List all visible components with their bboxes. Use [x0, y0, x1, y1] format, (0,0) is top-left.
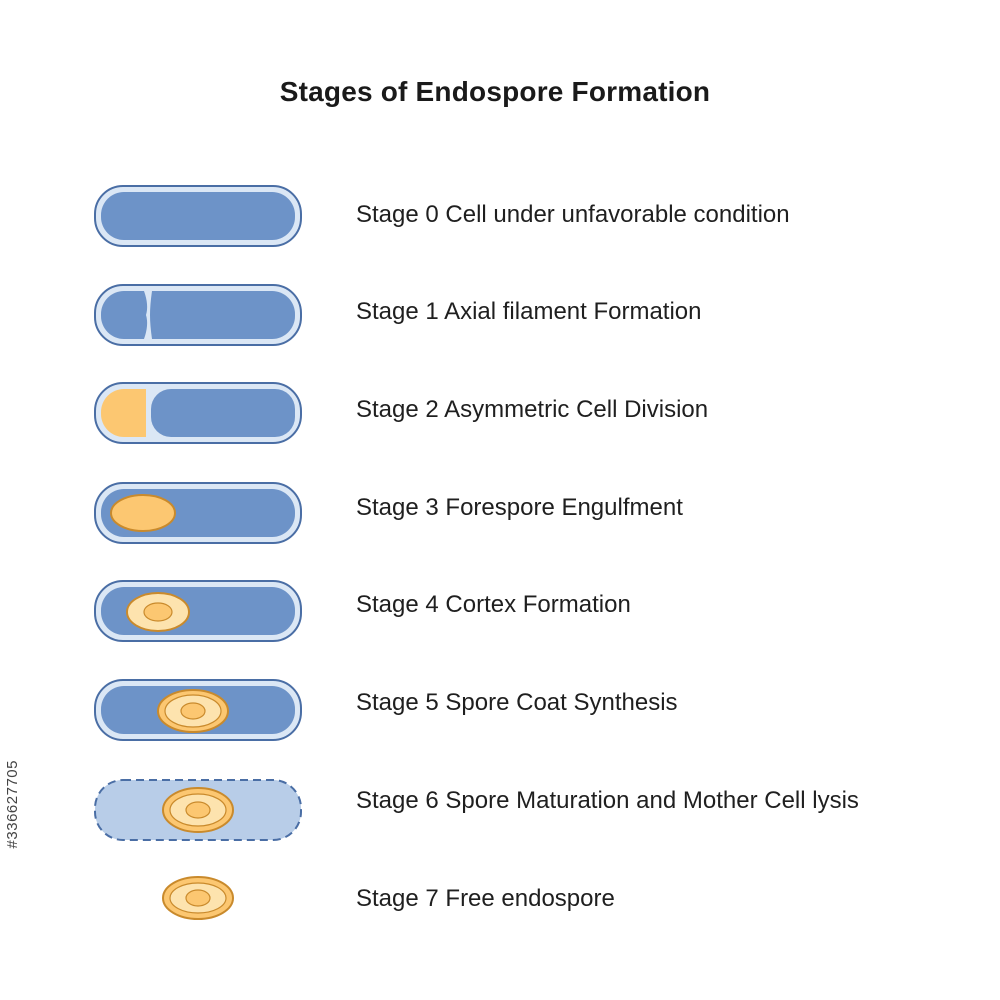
- stage-6-label: Stage 6 Spore Maturation and Mother Cell…: [356, 787, 859, 814]
- stage-4-cell: [94, 580, 302, 642]
- stage-0-cell: [94, 185, 302, 247]
- stage-2-label: Stage 2 Asymmetric Cell Division: [356, 396, 709, 423]
- diagram-title: Stages of Endospore Formation: [279, 76, 711, 107]
- stage-3-label: Stage 3 Forespore Engulfment: [356, 494, 683, 521]
- stage-1-label: Stage 1 Axial filament Formation: [356, 298, 702, 325]
- stage-5-cell: [94, 679, 302, 741]
- stage-0-label: Stage 0 Cell under unfavorable condition: [356, 201, 790, 228]
- stock-image-id: #336627705: [4, 760, 21, 849]
- stage-2-cell: [94, 382, 302, 444]
- stage-1-cell: [94, 284, 302, 346]
- stage-7-label: Stage 7 Free endospore: [356, 885, 615, 912]
- stage-4-label: Stage 4 Cortex Formation: [356, 591, 631, 618]
- stage-5-label: Stage 5 Spore Coat Synthesis: [356, 689, 678, 716]
- stage-7-endospore: [162, 876, 234, 920]
- stage-6-cell: [94, 779, 302, 841]
- stage-3-cell: [94, 482, 302, 544]
